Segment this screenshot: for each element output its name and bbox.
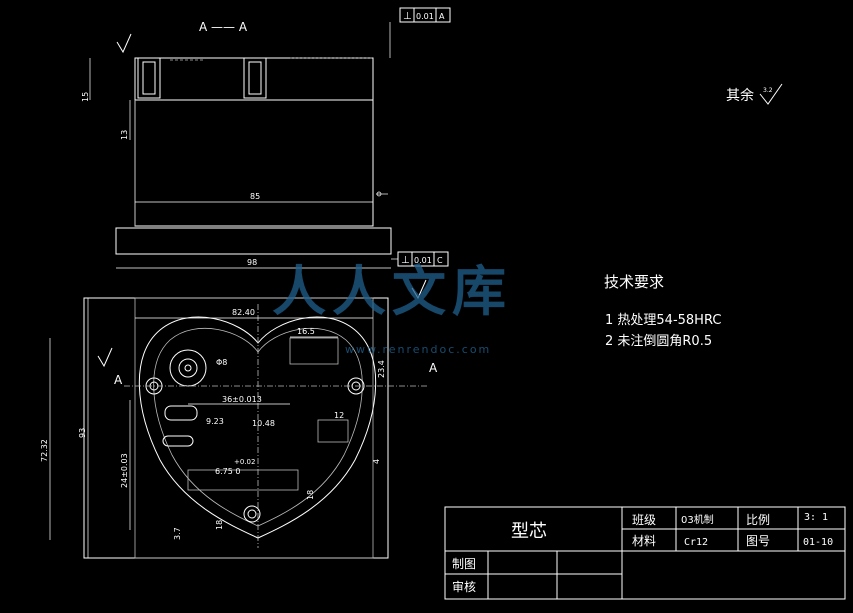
slot-1 bbox=[164, 405, 198, 421]
pin-left bbox=[137, 57, 161, 99]
material-label: 材料 bbox=[632, 534, 656, 548]
pocket-top-right bbox=[289, 337, 339, 365]
class-value: 03机制 bbox=[681, 513, 714, 526]
tech-req-title: 技术要求 bbox=[604, 273, 664, 291]
tech-req-item-2: 2 未注倒圆角R0.5 bbox=[605, 334, 712, 349]
roughness-symbol-small-top bbox=[116, 33, 132, 54]
pocket-right bbox=[317, 419, 349, 443]
dim-36: 36±0.013 bbox=[222, 395, 262, 404]
watermark: 人人文库 www.renrendoc.com bbox=[272, 260, 512, 356]
tolerance-frame-2: ⊥ 0.01 C bbox=[391, 251, 449, 267]
tol-value: 0.01 bbox=[414, 256, 432, 265]
ejector-hole-bottom-inner bbox=[247, 509, 257, 519]
roughness-symbol bbox=[759, 83, 783, 105]
watermark-url: www.renrendoc.com bbox=[345, 343, 491, 356]
tol-datum: A bbox=[439, 12, 445, 21]
dim-82: 82.40 bbox=[232, 308, 255, 317]
dim-98: 98 bbox=[247, 258, 257, 267]
tol-datum: C bbox=[437, 256, 443, 265]
pin-right-inner bbox=[248, 61, 262, 95]
dim-3-7: 3.7 bbox=[173, 527, 182, 540]
title-block-frame bbox=[444, 506, 846, 600]
dim-24: 24±0.03 bbox=[120, 453, 129, 488]
tol-frame-box bbox=[399, 7, 451, 23]
drawing-no-value: 01-10 bbox=[803, 537, 833, 548]
section-view: A —— A 85 98 15 13 bbox=[81, 20, 392, 269]
dim-6-75: 6.75 0 bbox=[215, 467, 240, 476]
base-plate bbox=[115, 227, 392, 255]
class-label: 班级 bbox=[632, 513, 656, 527]
drawing-no-label: 图号 bbox=[746, 534, 770, 548]
dim-72: 72.32 bbox=[40, 439, 49, 462]
dim-93: 93 bbox=[78, 428, 87, 438]
roughness-value: 3.2 bbox=[763, 87, 773, 94]
dim-10-48: 10.48 bbox=[252, 419, 275, 428]
pin-right bbox=[243, 57, 267, 99]
dim-0-02: +0.02 bbox=[234, 458, 255, 466]
title-block: 型芯 班级 03机制 比例 3: 1 材料 Cr12 图号 01-10 制图 审… bbox=[444, 506, 846, 600]
drawn-label: 制图 bbox=[452, 557, 476, 571]
roughness-label: 其余 bbox=[726, 87, 754, 104]
checked-label: 审核 bbox=[452, 579, 476, 594]
tol-value: 0.01 bbox=[416, 12, 434, 21]
part-name: 型芯 bbox=[511, 521, 547, 542]
material-value: Cr12 bbox=[684, 537, 708, 548]
gear-outer bbox=[169, 349, 207, 387]
section-mark-left: A bbox=[114, 373, 123, 387]
plan-view: A A 82.40 16.5 Φ8 36±0.013 9.23 10.48 12… bbox=[40, 33, 438, 559]
dim-18b: 18 bbox=[306, 490, 315, 500]
scale-value: 3: 1 bbox=[804, 512, 828, 523]
dim-16-5: 16.5 bbox=[297, 327, 315, 336]
dim-23-4: 23.4 bbox=[377, 360, 386, 378]
tech-requirements: 技术要求 1 热处理54-58HRC 2 未注倒圆角R0.5 bbox=[604, 273, 721, 349]
section-label: A —— A bbox=[199, 20, 248, 34]
tolerance-frame-1: ⊥ 0.01 A bbox=[399, 7, 451, 23]
datum-dot bbox=[376, 191, 382, 197]
roughness-symbol-small bbox=[97, 347, 113, 368]
pin-left-inner bbox=[142, 61, 156, 95]
tol-symbol: ⊥ bbox=[401, 255, 410, 266]
watermark-text: 人人文库 bbox=[272, 260, 512, 323]
dim-18: 18 bbox=[215, 520, 224, 530]
ejector-hole-bottom bbox=[243, 505, 261, 523]
tol-symbol: ⊥ bbox=[403, 11, 412, 22]
gear-inner bbox=[178, 358, 198, 378]
dim-9-23: 9.23 bbox=[206, 417, 224, 426]
slot-3 bbox=[187, 469, 299, 491]
core-outline bbox=[134, 297, 374, 559]
dim-12: 12 bbox=[334, 411, 344, 420]
dim-13: 13 bbox=[120, 130, 129, 140]
roughness-note: 其余 3.2 bbox=[726, 83, 783, 105]
dim-85: 85 bbox=[250, 192, 260, 201]
scale-label: 比例 bbox=[746, 513, 770, 527]
tech-req-item-1: 1 热处理54-58HRC bbox=[605, 313, 721, 328]
roughness-symbol-small-right bbox=[411, 279, 427, 300]
section-mark-right: A bbox=[429, 361, 438, 375]
gear-center bbox=[184, 364, 192, 372]
dim-4: 4 bbox=[372, 459, 381, 464]
slot-2 bbox=[162, 435, 194, 447]
dim-phi8: Φ8 bbox=[216, 358, 227, 367]
dim-15: 15 bbox=[81, 92, 90, 102]
